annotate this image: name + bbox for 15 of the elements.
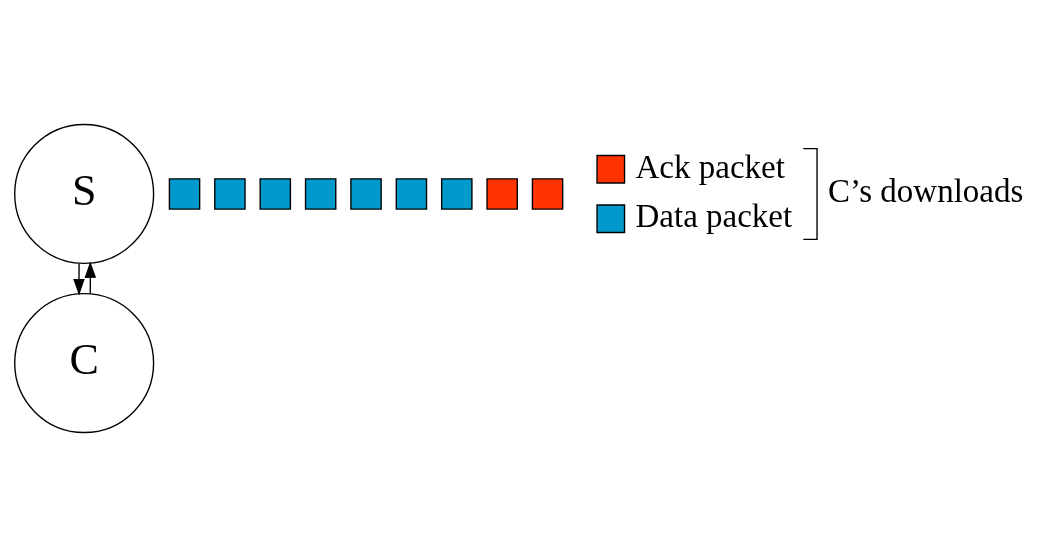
node-circle: C: [14, 292, 155, 434]
node-box: [304, 178, 337, 210]
node-circle: S: [14, 123, 155, 265]
arrow: [73, 262, 85, 296]
node-box: [531, 178, 564, 210]
node-box: [168, 178, 201, 210]
node-box: [486, 178, 518, 210]
legend-label: Data packet: [635, 198, 793, 235]
node-box: [214, 178, 246, 210]
node-box: [440, 178, 473, 210]
node-box: [395, 178, 428, 210]
legend-label: Ack packet: [635, 148, 785, 185]
label: C’s downloads: [828, 173, 1024, 210]
node-box: [350, 178, 382, 210]
node-box: [259, 178, 292, 210]
